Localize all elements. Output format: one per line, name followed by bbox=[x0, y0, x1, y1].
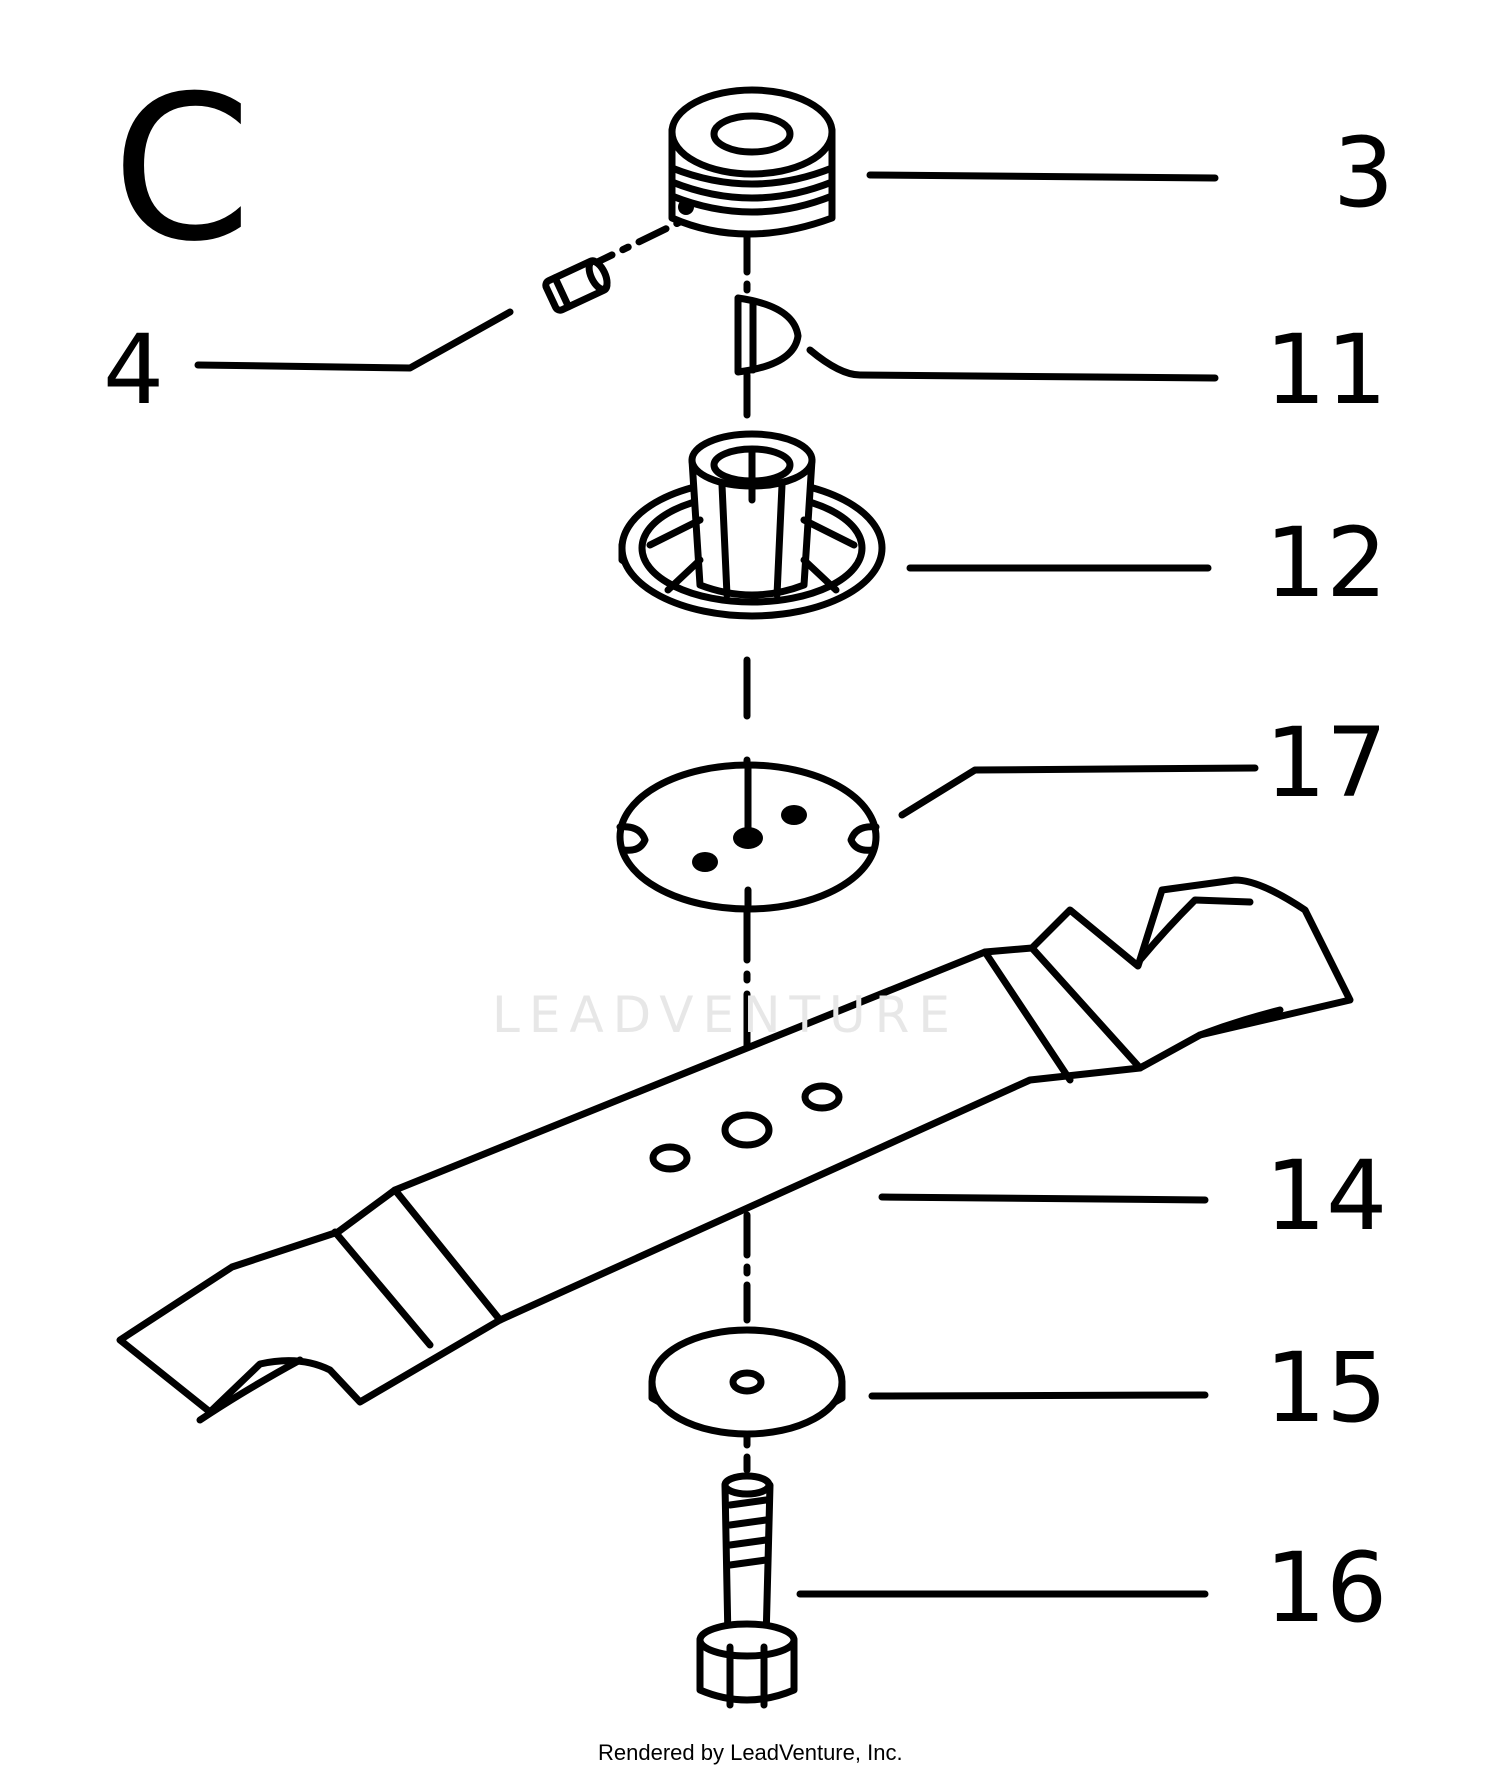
blade-icon bbox=[116, 876, 1354, 1424]
set-screw-icon bbox=[542, 257, 611, 314]
plate-icon bbox=[616, 761, 880, 913]
callout-3: 3 bbox=[1333, 117, 1395, 229]
washer-icon bbox=[648, 1326, 846, 1438]
pulley-icon bbox=[668, 86, 836, 238]
callout-12: 12 bbox=[1265, 507, 1388, 619]
callout-16: 16 bbox=[1265, 1532, 1388, 1644]
key-icon bbox=[734, 294, 802, 376]
callout-4: 4 bbox=[103, 314, 165, 426]
watermark-text: LEADVENTURE bbox=[492, 986, 959, 1044]
footer-credit: Rendered by LeadVenture, Inc. bbox=[598, 1740, 903, 1765]
callout-15: 15 bbox=[1265, 1332, 1388, 1444]
bolt-icon bbox=[696, 1472, 798, 1709]
callout-11: 11 bbox=[1265, 314, 1388, 426]
adapter-hub-icon bbox=[618, 430, 886, 620]
section-letter: C bbox=[112, 53, 252, 286]
leader-lines bbox=[194, 171, 1259, 1598]
callout-14: 14 bbox=[1265, 1140, 1388, 1252]
callout-17: 17 bbox=[1265, 707, 1388, 819]
